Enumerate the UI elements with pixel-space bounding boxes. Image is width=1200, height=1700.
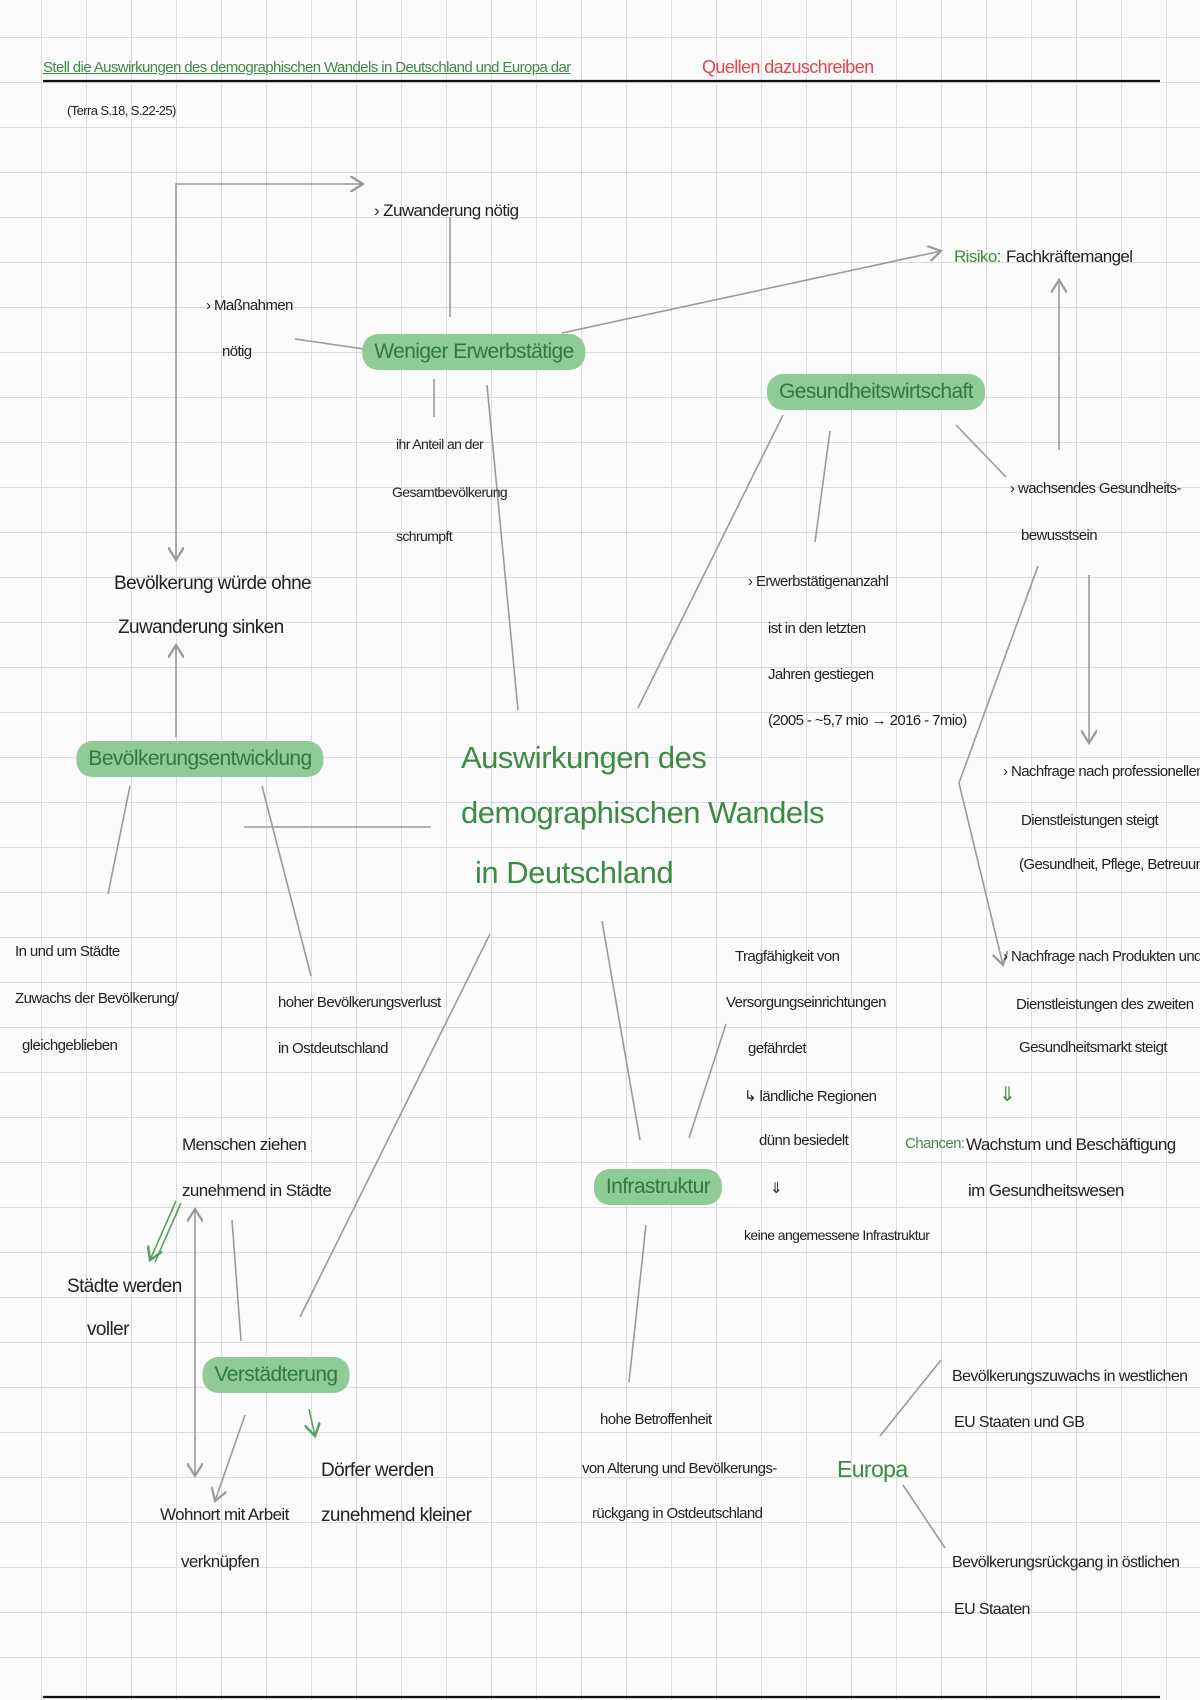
hub-bevoelkerungsentwicklung: Bevölkerungsentwicklung (76, 741, 324, 777)
down-arrow-icon: ⇓ (999, 1084, 1016, 1106)
note-line: verknüpfen (181, 1552, 260, 1571)
note-line: EU Staaten und GB (954, 1414, 1085, 1431)
note-line: hohe Betroffenheit (600, 1411, 712, 1428)
note-massnahmen: nötig (222, 343, 252, 360)
hub-infrastruktur: Infrastruktur (593, 1169, 723, 1205)
note-line: zunehmend in Städte (182, 1181, 332, 1200)
note-line: In und um Städte (15, 943, 120, 960)
note-line: › Nachfrage nach professionellen (1003, 763, 1200, 780)
note-line: gefährdet (748, 1040, 807, 1057)
note-line: Städte werden (67, 1276, 182, 1297)
note-line: Gesamtbevölkerung (392, 484, 508, 500)
note-line: Zuwachs der Bevölkerung/ (15, 990, 179, 1007)
note-line: gleichgeblieben (22, 1037, 118, 1054)
down-arrow-icon: ⇓ (770, 1180, 783, 1197)
note-line: Zuwanderung sinken (118, 617, 284, 638)
note-line: voller (87, 1319, 129, 1340)
note-line: Wohnort mit Arbeit (160, 1505, 289, 1524)
risiko-text: Fachkräftemangel (1006, 247, 1133, 266)
risiko-label: Risiko: (954, 247, 1001, 266)
note-line: Dienstleistungen steigt (1021, 812, 1159, 829)
note-line: Gesundheitsmarkt steigt (1019, 1039, 1168, 1056)
note-line: Dörfer werden (321, 1460, 434, 1481)
note-line: dünn besiedelt (759, 1132, 849, 1149)
hub-verstaedterung: Verstädterung (202, 1357, 350, 1393)
note-line: Bevölkerung würde ohne (114, 573, 312, 594)
note-line: in Ostdeutschland (278, 1040, 388, 1057)
note-line: zunehmend kleiner (321, 1505, 472, 1526)
central-line: Auswirkungen des (461, 740, 707, 775)
note-line: von Alterung und Bevölkerungs- (582, 1460, 777, 1477)
note-line: rückgang in Ostdeutschland (592, 1505, 763, 1522)
note-massnahmen: › Maßnahmen (206, 297, 293, 314)
note-line: › Nachfrage nach Produkten und (1003, 948, 1200, 965)
sources-note: Quellen dazuschreiben (702, 57, 874, 77)
note-line: (Gesundheit, Pflege, Betreuung) (1019, 856, 1200, 873)
arrow-loop (175, 184, 363, 558)
note-line: hoher Bevölkerungsverlust (278, 994, 441, 1011)
source-reference: (Terra S.18, S.22-25) (67, 103, 176, 118)
hub-gesundheitswirtschaft: Gesundheitswirtschaft (767, 374, 985, 410)
note-line: Tragfähigkeit von (735, 948, 840, 965)
note-line: (2005 - ~5,7 mio → 2016 - 7mio) (768, 712, 967, 729)
note-line: Bevölkerungszuwachs in westlichen (952, 1368, 1188, 1385)
note-line: EU Staaten (954, 1601, 1030, 1618)
note-line: Bevölkerungsrückgang in östlichen (952, 1554, 1180, 1571)
chancen-label: Chancen: (905, 1135, 965, 1152)
note-line: ↳ ländliche Regionen (744, 1088, 877, 1105)
note-zuwanderung: › Zuwanderung nötig (374, 201, 519, 220)
note-line: Menschen ziehen (182, 1135, 307, 1154)
note-line: Versorgungseinrichtungen (726, 994, 886, 1011)
chancen-text: Wachstum und Beschäftigung (966, 1135, 1176, 1154)
note-line: schrumpft (396, 528, 453, 544)
note-line: Dienstleistungen des zweiten (1016, 996, 1194, 1013)
note-line: Jahren gestiegen (768, 666, 874, 683)
hub-weniger-erwerbstaetige: Weniger Erwerbstätige (362, 334, 586, 370)
hub-europa: Europa (837, 1456, 908, 1482)
note-line: keine angemessene Infrastruktur (744, 1227, 930, 1243)
note-line: ihr Anteil an der (396, 436, 484, 452)
note-line: ist in den letzten (768, 620, 866, 637)
central-line: in Deutschland (475, 855, 674, 890)
chancen-text: im Gesundheitswesen (968, 1181, 1124, 1200)
note-line: › wachsendes Gesundheits- (1010, 480, 1182, 497)
note-line: › Erwerbstätigenanzahl (748, 573, 889, 590)
task-heading: Stell die Auswirkungen des demographisch… (43, 59, 571, 76)
note-line: bewusstsein (1021, 527, 1098, 544)
central-line: demographischen Wandels (461, 795, 825, 830)
